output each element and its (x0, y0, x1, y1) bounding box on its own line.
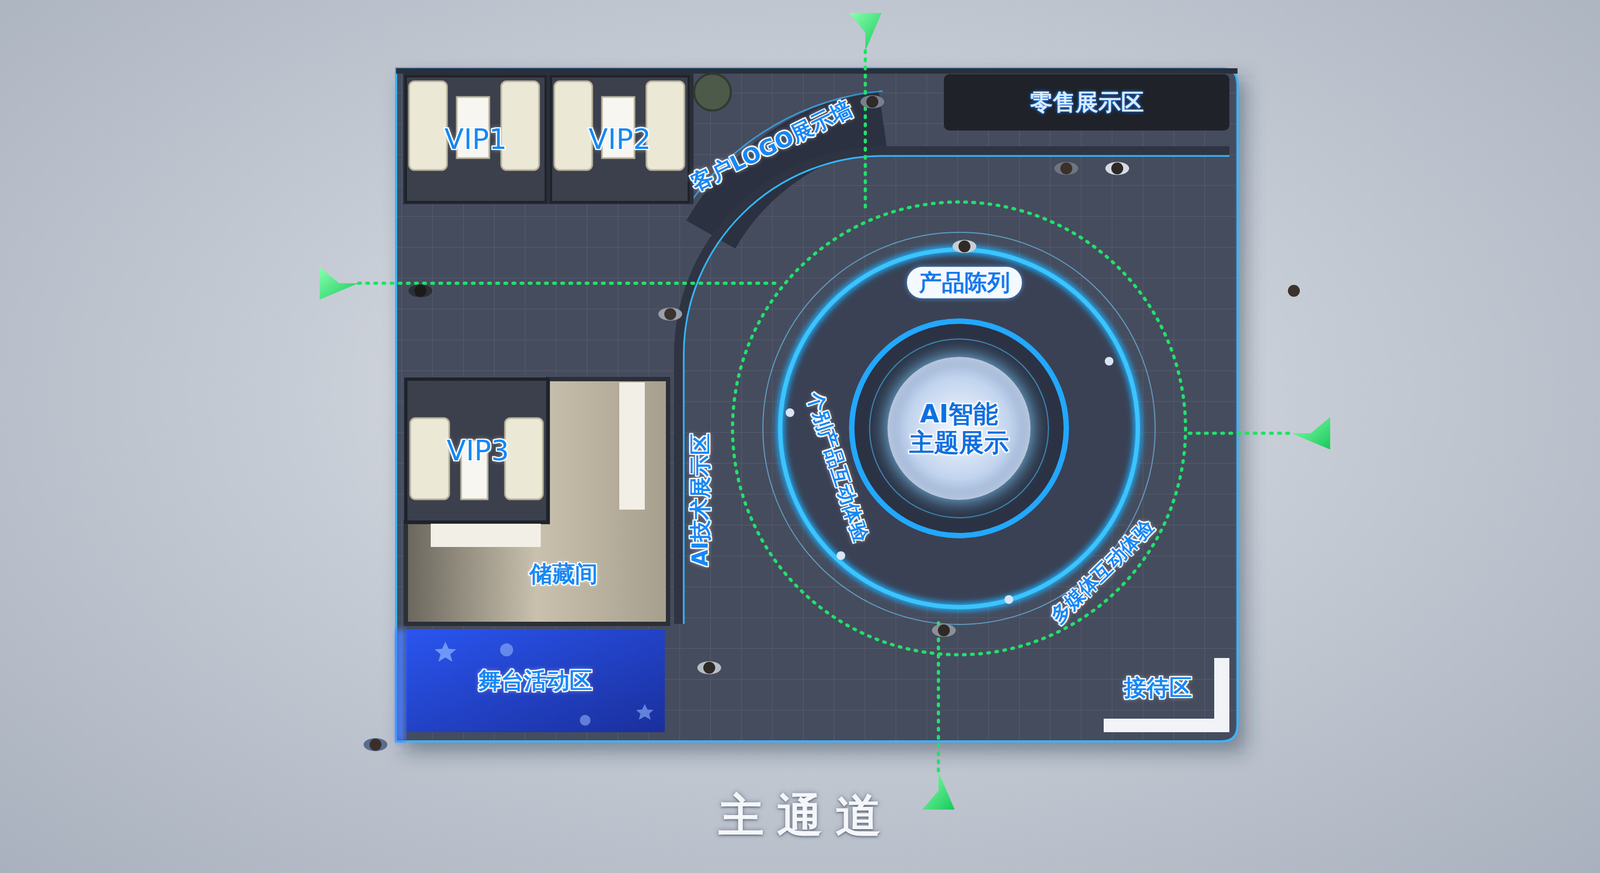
vip-room: VIP3 (407, 379, 548, 523)
storage-room: 储藏间 (460, 549, 667, 599)
zone-name: 接待区 (1123, 674, 1193, 702)
zone-name: 储藏间 (529, 560, 598, 588)
zone-name: AI智能 主题展示 (902, 399, 1016, 458)
sofa-set (410, 418, 543, 500)
zone-label: 多媒体互动体验 (1045, 515, 1159, 629)
storage-room (405, 379, 669, 625)
zone-label: AI技术展示区 (687, 433, 714, 567)
retail-counter (943, 74, 1230, 131)
visitor-figure (363, 95, 1306, 752)
sofa-set (409, 81, 685, 171)
vip-room: VIP2 (551, 76, 689, 203)
central-rings (732, 202, 1186, 656)
vip-zone (403, 73, 731, 205)
stage-zone: 舞台活动区 (405, 629, 665, 733)
zone-name: VIP2 (588, 122, 651, 157)
entrance-arrowhead (319, 13, 1331, 811)
zone-name: 舞台活动区 (478, 667, 593, 695)
reception-counter (1103, 658, 1230, 733)
zone-label: 个别产品互动体验 (802, 389, 873, 545)
retail-zone: 零售展示区 (943, 74, 1230, 131)
zone-name: VIP1 (444, 122, 507, 157)
aisle-label: 主通道 (718, 788, 895, 844)
zone-label: 产品陈列 (907, 267, 1022, 299)
entrance-axis (358, 50, 1292, 773)
stage-area (396, 629, 665, 742)
wall-label: 客户LOGO展示墙 (686, 95, 857, 197)
theme-circle: AI智能 主题展示 (887, 357, 1031, 501)
zone-name: 零售展示区 (1030, 88, 1144, 116)
reception-zone: 接待区 (1103, 658, 1213, 718)
booth-floor (396, 68, 1238, 742)
vip-room: VIP1 (405, 76, 546, 203)
zone-name: VIP3 (446, 433, 509, 468)
